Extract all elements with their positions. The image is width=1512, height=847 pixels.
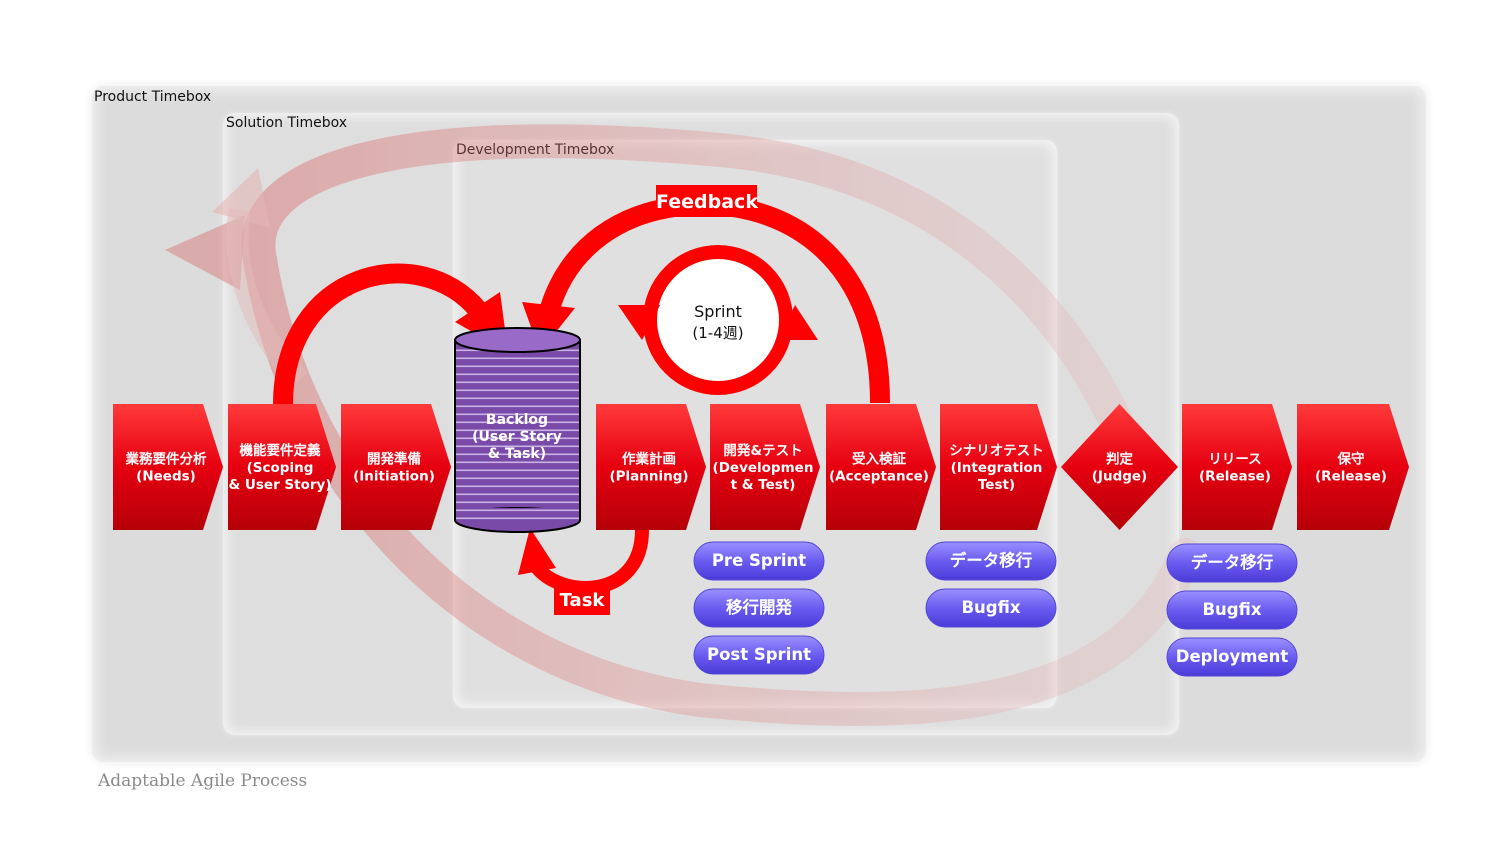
pill-integration-1: Bugfix [925, 588, 1057, 628]
pill-release-2: Deployment [1166, 637, 1298, 677]
stage-needs-label: 業務要件分析 [125, 451, 207, 468]
task-label: Task [560, 590, 606, 611]
pill-label: 移行開発 [726, 597, 793, 617]
pill-label: Bugfix [1202, 600, 1261, 619]
stage-planning-chevron [596, 404, 706, 530]
pill-development-2: Post Sprint [693, 635, 825, 675]
backlog-subtitle-1: (User Story [472, 429, 562, 445]
stage-initiation-label: (Initiation) [353, 469, 435, 485]
stage-maintenance-label: 保守 [1337, 451, 1365, 468]
stage-acceptance-chevron [826, 404, 936, 530]
stage-scoping-chevron [228, 404, 336, 530]
product-timebox-label: Product Timebox [94, 89, 212, 105]
stage-integration-chevron [940, 404, 1057, 530]
stage-maintenance: 保守(Release) [1297, 404, 1409, 530]
pill-label: Pre Sprint [712, 551, 806, 570]
stage-development-label: (Developmen [713, 460, 814, 476]
stage-release-label: (Release) [1199, 469, 1271, 485]
stage-development-label: 開発&テスト [723, 442, 802, 459]
stage-development-label: t & Test) [731, 477, 796, 493]
stage-development-chevron [710, 404, 820, 530]
stage-judge-chevron [1061, 404, 1178, 530]
feedback-label-box [656, 185, 757, 217]
solution-timebox-label: Solution Timebox [226, 115, 348, 131]
stage-acceptance-label: (Acceptance) [829, 469, 929, 485]
diagram-caption: Adaptable Agile Process [98, 771, 308, 791]
stage-acceptance: 受入検証(Acceptance) [826, 404, 936, 530]
pill-label: Post Sprint [707, 645, 811, 664]
backlog-database-icon: Backlog (User Story & Task) [454, 327, 581, 533]
stage-judge: 判定(Judge) [1061, 404, 1178, 530]
task-pills: Pre Sprint 移行開発 Post Sprint データ移行 Bugfix データ移… [693, 541, 1298, 677]
pill-label: Deployment [1176, 647, 1289, 666]
pill-integration-0: データ移行 [925, 541, 1057, 581]
stage-maintenance-chevron [1297, 404, 1409, 530]
backlog-title: Backlog [486, 412, 548, 428]
pill-label: データ移行 [1191, 552, 1274, 572]
stage-integration-label: Test) [978, 477, 1015, 493]
stage-acceptance-label: 受入検証 [852, 451, 906, 468]
stage-judge-label: (Judge) [1092, 469, 1147, 485]
sprint-label: Sprint [694, 302, 742, 321]
sprint-cycle: Sprint (1-4週) [618, 245, 818, 395]
task-arrow [518, 528, 649, 595]
stage-needs-chevron [113, 404, 223, 530]
feedback-label: Feedback [656, 191, 758, 213]
stage-planning-label: 作業計画 [622, 451, 676, 468]
stage-scoping-label: 機能要件定義 [240, 442, 321, 459]
pill-label: データ移行 [950, 550, 1033, 570]
stage-release: リリース(Release) [1182, 404, 1292, 530]
pill-release-0: データ移行 [1166, 543, 1298, 583]
stage-scoping: 機能要件定義(Scoping& User Story) [228, 404, 336, 530]
sprint-duration: (1-4週) [692, 324, 743, 342]
stage-planning-label: (Planning) [609, 469, 688, 485]
stage-planning: 作業計画(Planning) [596, 404, 706, 530]
stage-development: 開発&テスト(Development & Test) [710, 404, 820, 530]
pill-development-0: Pre Sprint [693, 541, 825, 581]
backlog-subtitle-2: & Task) [488, 446, 546, 462]
stage-integration-label: (Integration [951, 460, 1043, 476]
task-label-box [554, 585, 610, 615]
stage-initiation-label: 開発準備 [367, 451, 421, 468]
pill-label: Bugfix [961, 598, 1020, 617]
stage-integration-label: シナリオテスト [949, 443, 1044, 459]
stage-release-chevron [1182, 404, 1292, 530]
stage-initiation-chevron [341, 404, 451, 530]
pill-release-1: Bugfix [1166, 590, 1298, 630]
stage-scoping-label: (Scoping [247, 460, 314, 476]
stage-scoping-label: & User Story) [228, 477, 331, 493]
stage-release-label: リリース [1208, 452, 1261, 468]
stage-needs-label: (Needs) [136, 469, 196, 485]
stage-row: 業務要件分析(Needs)機能要件定義(Scoping& User Story)… [113, 404, 1409, 530]
stage-initiation: 開発準備(Initiation) [341, 404, 451, 530]
stage-judge-label: 判定 [1106, 451, 1134, 468]
stage-needs: 業務要件分析(Needs) [113, 404, 223, 530]
stage-maintenance-label: (Release) [1315, 469, 1387, 485]
pill-development-1: 移行開発 [693, 588, 825, 628]
